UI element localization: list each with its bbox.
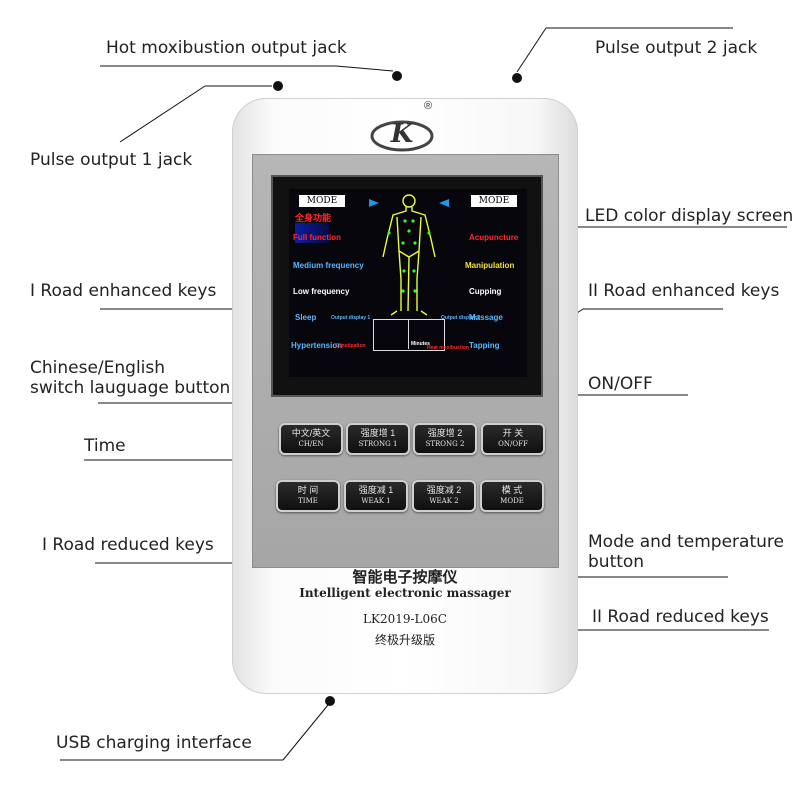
screen-menu-acupuncture: Acupuncture: [469, 233, 519, 242]
led-display: MODE MODE 全身功能 Full function Medium freq…: [289, 189, 527, 377]
massager-device: K ® MODE MODE 全身功能 Full function Medium …: [232, 98, 578, 694]
device-model: LK2019-L06C: [363, 612, 447, 626]
screen-timer-divider: [408, 319, 409, 349]
screen-output-display-1: Output display 1: [331, 315, 371, 321]
screen-menu-low-frequency: Low frequency: [293, 287, 350, 296]
mode-button[interactable]: 模 式 MODE: [480, 480, 544, 512]
time-button[interactable]: 时 间 TIME: [276, 480, 340, 512]
screen-menu-manipulation: Manipulation: [465, 261, 515, 270]
screen-timer-box: [373, 319, 445, 351]
screen-mode-left: MODE: [299, 195, 345, 207]
screen-output-display-2: Output display 2: [441, 315, 481, 321]
label-usb-charging-interface: USB charging interface: [56, 733, 252, 753]
strong-2-button[interactable]: 强度增 2 STRONG 2: [413, 423, 477, 455]
screen-menu-cupping: Cupping: [469, 287, 502, 296]
screen-constipation: Constipation: [335, 343, 366, 349]
on-off-button[interactable]: 开 关 ON/OFF: [481, 423, 545, 455]
screen-minutes: Minutes: [411, 341, 430, 347]
label-road1-enhanced-keys: I Road enhanced keys: [30, 281, 217, 301]
strong-1-button-zh: 强度增 1: [360, 428, 396, 438]
registered-mark: ®: [424, 100, 433, 112]
label-road1-reduced-keys: I Road reduced keys: [42, 535, 214, 555]
weak-2-button-zh: 强度减 2: [426, 485, 462, 495]
time-button-en: TIME: [298, 497, 318, 505]
ch-en-button-en: CH/EN: [298, 440, 324, 448]
label-led-display-screen: LED color display screen: [585, 206, 794, 226]
ch-en-button-zh: 中文/英文: [291, 428, 331, 438]
screen-menu-hypertension: Hypertension: [291, 341, 343, 350]
screen-menu-massage: Massage: [469, 313, 503, 322]
screen-bar: [295, 223, 329, 243]
label-pulse-output-2-jack: Pulse output 2 jack: [595, 38, 758, 58]
weak-1-button-zh: 强度减 1: [358, 485, 394, 495]
screen-menu-medium-frequency: Medium frequency: [293, 261, 364, 270]
label-time: Time: [84, 436, 126, 456]
svg-text:K: K: [390, 119, 415, 149]
screen-menu-full-function: Full function: [293, 233, 341, 242]
time-button-zh: 时 间: [297, 485, 319, 495]
weak-2-button-en: WEAK 2: [429, 497, 459, 505]
screen-frame: MODE MODE 全身功能 Full function Medium freq…: [271, 175, 543, 397]
mode-button-zh: 模 式: [501, 485, 523, 495]
screen-heat-moxibustion: Heat moxibustion: [427, 345, 469, 351]
label-mode-temperature-button: Mode and temperature button: [588, 532, 784, 572]
weak-2-button[interactable]: 强度减 2 WEAK 2: [412, 480, 476, 512]
label-road2-reduced-keys: II Road reduced keys: [592, 607, 769, 627]
strong-1-button[interactable]: 强度增 1 STRONG 1: [346, 423, 410, 455]
label-pulse-output-1-jack: Pulse output 1 jack: [30, 150, 193, 170]
device-name-en: Intelligent electronic massager: [299, 586, 511, 600]
human-body-figure-icon: [369, 194, 449, 316]
strong-1-button-en: STRONG 1: [358, 440, 398, 448]
strong-2-button-en: STRONG 2: [425, 440, 465, 448]
label-on-off: ON/OFF: [588, 374, 653, 394]
screen-menu-tapping: Tapping: [469, 341, 500, 350]
screen-mode-right: MODE: [471, 195, 517, 207]
device-name-zh: 智能电子按摩仪: [352, 568, 458, 586]
mode-button-en: MODE: [500, 497, 524, 505]
label-road2-enhanced-keys: II Road enhanced keys: [588, 281, 780, 301]
weak-1-button[interactable]: 强度减 1 WEAK 1: [344, 480, 408, 512]
strong-2-button-zh: 强度增 2: [427, 428, 463, 438]
screen-menu-sleep: Sleep: [295, 313, 317, 322]
device-edition: 终极升级版: [374, 633, 435, 647]
k-logo-icon: K: [370, 119, 434, 152]
on-off-button-zh: 开 关: [502, 428, 524, 438]
screen-header-left: 全身功能: [295, 213, 332, 223]
label-chinese-english-button: Chinese/English switch lauguage button: [30, 358, 231, 398]
ch-en-button[interactable]: 中文/英文 CH/EN: [279, 423, 343, 455]
label-hot-moxibustion-jack: Hot moxibustion output jack: [106, 38, 347, 58]
weak-1-button-en: WEAK 1: [361, 497, 391, 505]
on-off-button-en: ON/OFF: [498, 440, 528, 448]
